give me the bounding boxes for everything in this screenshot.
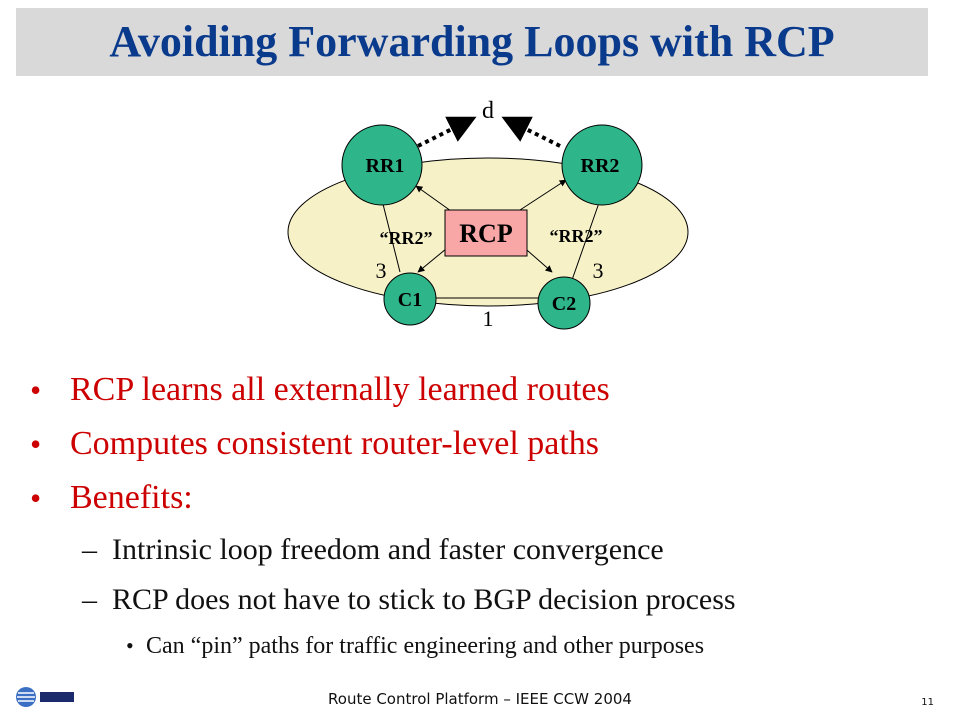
title-bar: Avoiding Forwarding Loops with RCP — [16, 8, 928, 76]
sub-bullet-marker: – — [82, 533, 97, 566]
node-c1 — [383, 272, 437, 326]
session-rr2-rcp — [519, 179, 567, 211]
node-rr1 — [341, 124, 423, 206]
att-logo-icon — [16, 687, 74, 707]
sub-bullet-text: Intrinsic loop freedom and faster conver… — [112, 533, 664, 566]
bullet-marker: • — [30, 480, 42, 516]
link-rr2-c2 — [571, 199, 601, 281]
sub-bullet-item: – Intrinsic loop freedom and faster conv… — [30, 530, 930, 580]
bullet-item: • Computes consistent router-level paths — [30, 422, 930, 476]
page-number: 11 — [921, 697, 934, 708]
sub-sub-bullet-marker: • — [126, 633, 134, 658]
label-rcp: RCP — [459, 219, 513, 248]
bullet-text: RCP learns all externally learned routes — [70, 371, 610, 408]
cost-rr2-c2: 3 — [593, 258, 604, 283]
label-c2: C2 — [552, 293, 576, 315]
bullet-item: • Benefits: — [30, 476, 930, 530]
bullet-text: Computes consistent router-level paths — [70, 425, 600, 462]
sub-bullet-item: – RCP does not have to stick to BGP deci… — [30, 580, 930, 630]
path-rr1-to-d — [417, 116, 477, 148]
node-rcp — [444, 209, 528, 257]
bullet-marker: • — [30, 426, 42, 462]
link-rr1-c1 — [381, 199, 401, 273]
label-rr2: RR2 — [581, 155, 620, 177]
sub-sub-bullet-text: Can “pin” paths for traffic engineering … — [146, 633, 705, 659]
node-c2 — [537, 276, 591, 330]
slide-footer: Route Control Platform – IEEE CCW 2004 — [328, 690, 632, 708]
sub-sub-bullet-item: • Can “pin” paths for traffic engineerin… — [30, 630, 930, 664]
network-diagram: d RR1 RR2 C1 C2 RCP “RR2” “RR2” 3 3 1 — [287, 98, 689, 331]
slide-title: Avoiding Forwarding Loops with RCP — [109, 17, 835, 66]
bullet-text: Benefits: — [70, 479, 193, 516]
path-rr2-to-d — [501, 116, 561, 148]
bullet-list: • RCP learns all externally learned rout… — [30, 368, 930, 664]
destination-label: d — [482, 98, 494, 124]
bullet-item: • RCP learns all externally learned rout… — [30, 368, 930, 422]
route-label-right: “RR2” — [550, 226, 603, 246]
bullet-marker: • — [30, 372, 42, 408]
cost-c1-c2: 1 — [483, 306, 494, 331]
label-rr1: RR1 — [366, 155, 405, 177]
cost-rr1-c1: 3 — [376, 258, 387, 283]
sub-bullet-text: RCP does not have to stick to BGP decisi… — [112, 583, 736, 616]
label-c1: C1 — [398, 289, 422, 311]
sub-bullet-marker: – — [82, 583, 97, 616]
route-label-left: “RR2” — [380, 228, 433, 248]
node-rr2 — [561, 124, 643, 206]
